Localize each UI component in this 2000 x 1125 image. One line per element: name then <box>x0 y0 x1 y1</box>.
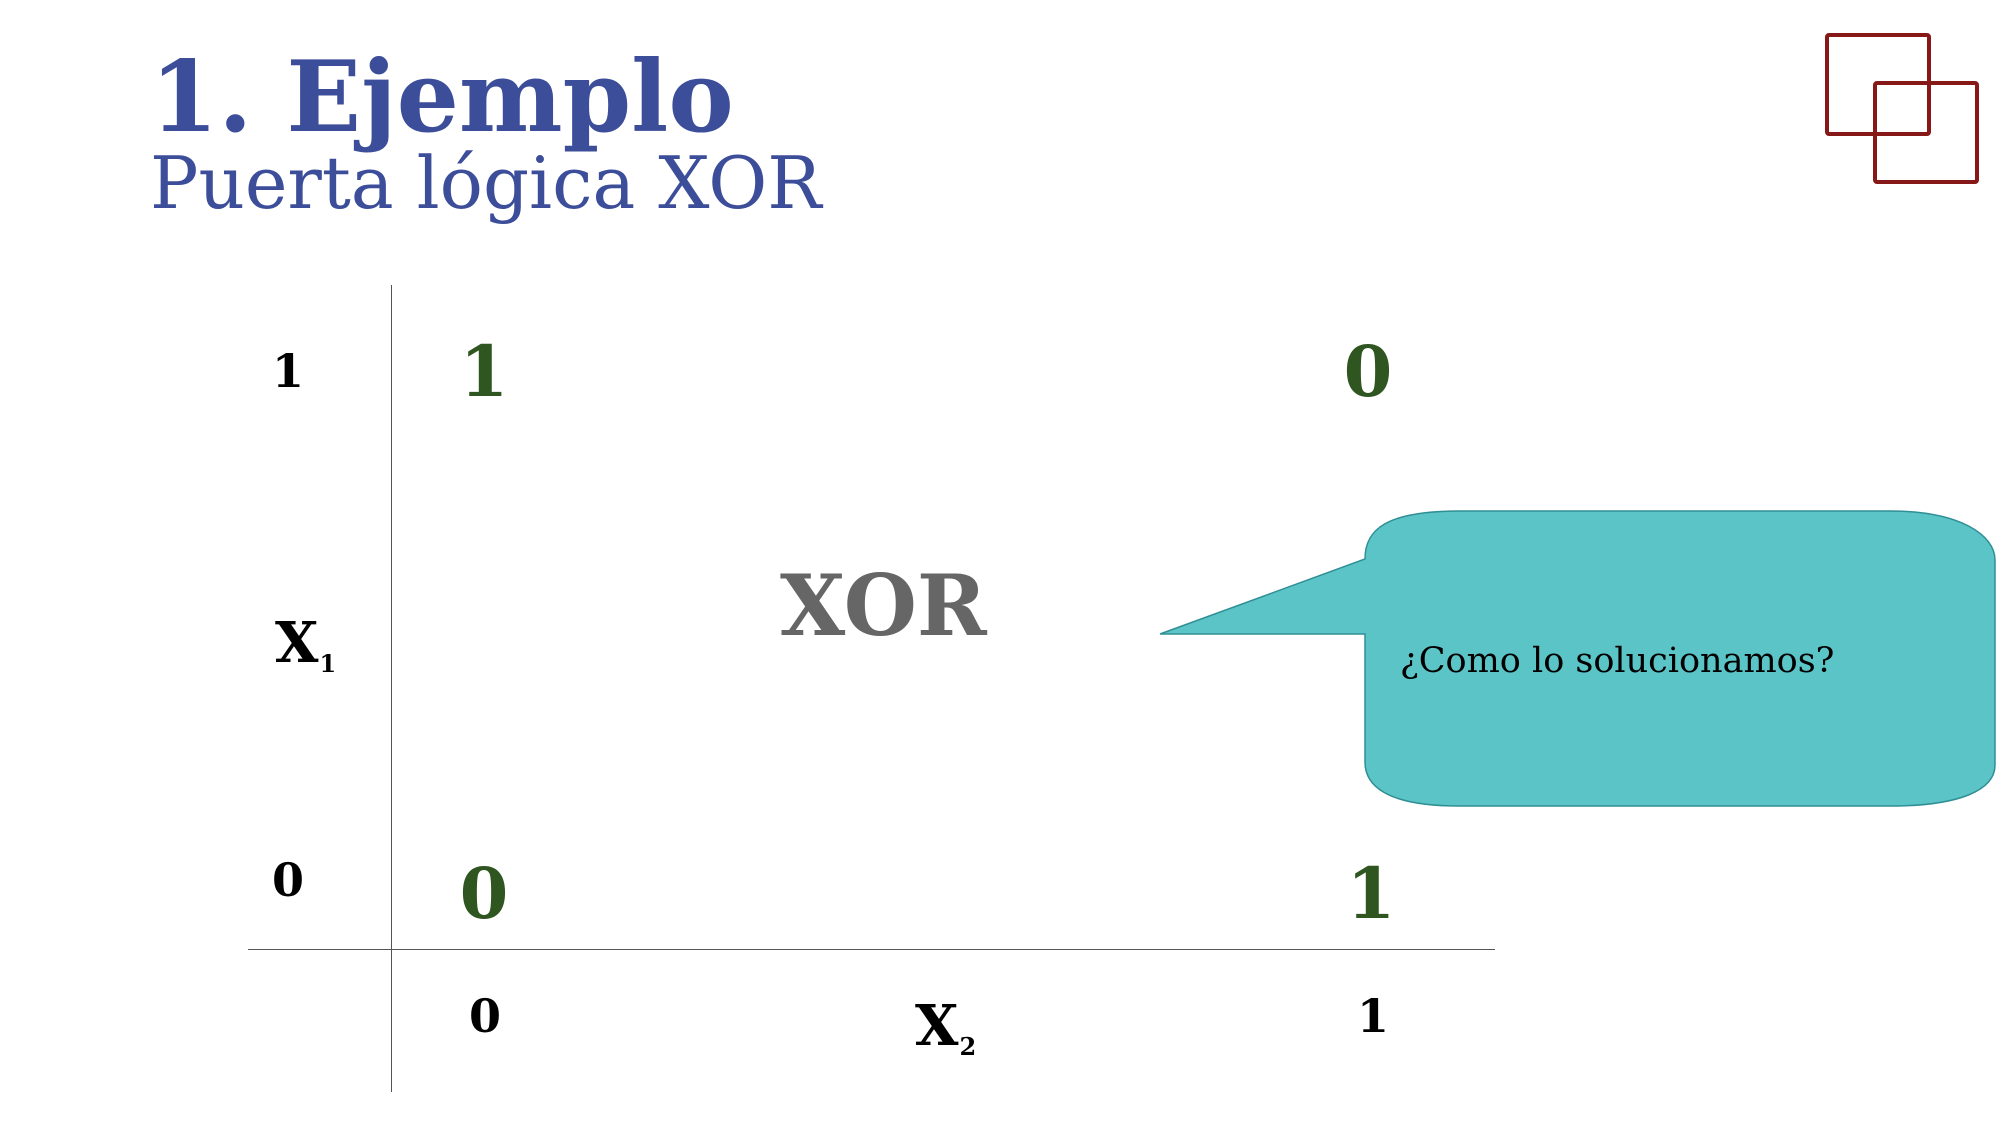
logo-square-front <box>1873 81 1979 184</box>
y-axis-label-sub: 1 <box>319 649 337 678</box>
output-x1-1-x2-0: 1 <box>459 330 509 413</box>
output-x1-0-x2-0: 0 <box>459 852 509 935</box>
logo <box>1825 33 1980 188</box>
y-axis-line <box>391 285 392 1092</box>
y-tick-0: 0 <box>271 853 304 907</box>
output-x1-0-x2-1: 1 <box>1346 852 1396 935</box>
slide-title: 1. Ejemplo <box>150 40 734 155</box>
y-tick-1: 1 <box>271 344 304 398</box>
callout-text: ¿Como lo solucionamos? <box>1400 641 1835 681</box>
y-axis-label: x1 <box>275 615 336 676</box>
x-axis-label: x2 <box>915 998 976 1059</box>
gate-label: XOR <box>780 556 987 655</box>
x-tick-1: 1 <box>1356 989 1389 1043</box>
x-axis-line <box>248 949 1495 950</box>
x-axis-label-name: x <box>915 993 959 1059</box>
slide-subtitle: Puerta lógica XOR <box>150 141 822 225</box>
x-tick-0: 0 <box>468 989 501 1043</box>
x-axis-label-sub: 2 <box>959 1032 977 1061</box>
y-axis-label-name: x <box>275 610 319 676</box>
output-x1-1-x2-1: 0 <box>1343 330 1393 413</box>
